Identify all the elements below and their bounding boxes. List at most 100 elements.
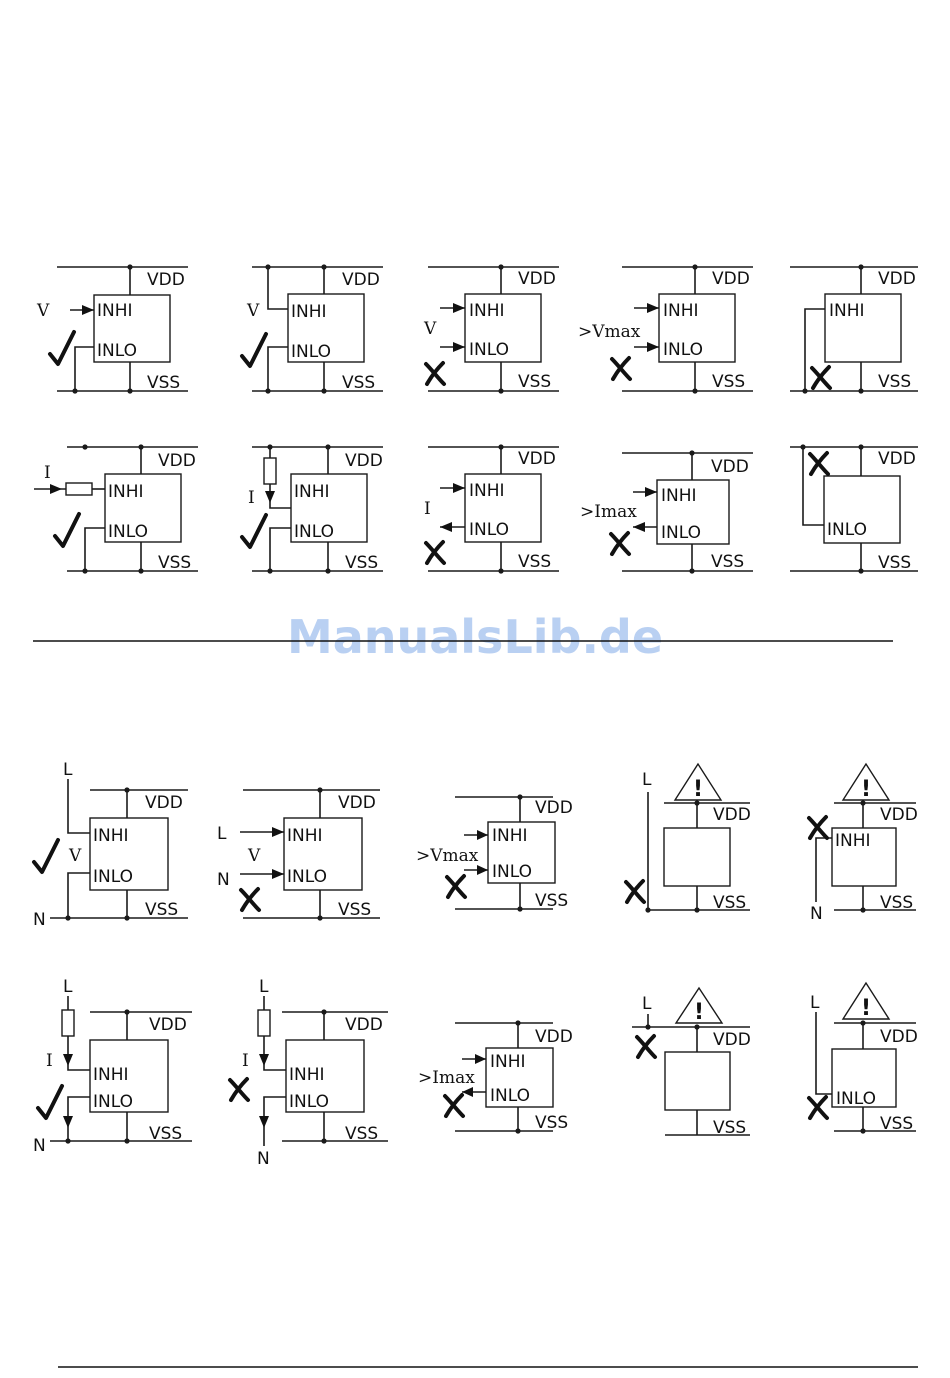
diagram-current-overrange-bad: >Imax INHI INLO VDD VSS: [580, 450, 753, 574]
vss-label: VSS: [712, 372, 745, 392]
cross-mark-icon: [228, 1077, 250, 1102]
vdd-label: VDD: [711, 457, 749, 477]
neutral-label: N: [217, 870, 230, 890]
cross-mark-icon: [808, 451, 830, 476]
diagram-mains-line-on-vss-bad: ! L VDD VSS: [624, 762, 751, 913]
diagram-mains-current-bad: L N I INHI INLO VDD VSS: [228, 977, 388, 1169]
inhi-label: INHI: [93, 826, 129, 846]
diagram-inhi-shorted-bad: INHI VDD VSS: [790, 264, 918, 394]
diagram-voltage-ok: V INHI INLO VDD VSS: [36, 264, 188, 394]
vss-label: VSS: [713, 893, 746, 913]
line-label: L: [259, 977, 269, 997]
diagram-mains-line-on-vdd-bad: ! L VDD VSS: [632, 986, 751, 1138]
vdd-label: VDD: [338, 793, 376, 813]
inlo-label: INLO: [827, 520, 867, 540]
cross-mark-icon: [807, 1095, 829, 1120]
vdd-label: VDD: [342, 270, 380, 290]
vss-label: VSS: [711, 552, 744, 572]
vdd-label: VDD: [345, 451, 383, 471]
inhi-label: INHI: [287, 826, 323, 846]
vss-label: VSS: [518, 372, 551, 392]
current-label: I: [248, 488, 255, 508]
current-label: I: [46, 1051, 53, 1071]
inlo-label: INLO: [661, 523, 701, 543]
voltage-label: V: [36, 301, 50, 321]
warning-exclamation: !: [693, 777, 703, 802]
vss-label: VSS: [880, 893, 913, 913]
diagram-voltage-floating-bad: V INHI INLO VDD VSS: [423, 264, 559, 394]
warning-triangle-icon: [841, 762, 891, 801]
vdd-label: VDD: [878, 449, 916, 469]
vdd-label: VDD: [518, 449, 556, 469]
cross-mark-icon: [635, 1034, 657, 1059]
inlo-label: INLO: [93, 1092, 133, 1112]
inlo-label: INLO: [291, 342, 331, 362]
inhi-label: INHI: [469, 301, 505, 321]
inlo-label: INLO: [108, 522, 148, 542]
inhi-label: INHI: [490, 1052, 526, 1072]
check-mark-icon: [36, 1084, 64, 1120]
check-mark-icon: [240, 513, 268, 549]
diagram-current-vdd-ok: I INHI INLO VDD VSS: [240, 444, 383, 574]
cross-mark-icon: [443, 1093, 465, 1118]
warning-exclamation: !: [861, 996, 871, 1021]
warning-triangle-icon: [841, 981, 891, 1020]
inlo-label: INLO: [97, 341, 137, 361]
check-mark-icon: [53, 512, 81, 548]
inlo-label: INLO: [663, 340, 703, 360]
neutral-label: N: [257, 1149, 270, 1169]
inhi-label: INHI: [663, 301, 699, 321]
voltage-label: V: [246, 301, 260, 321]
diagram-mains-voltage-ok: L N V INHI INLO VDD VSS: [32, 760, 188, 930]
inhi-label: INHI: [835, 831, 871, 851]
cross-mark-icon: [445, 874, 467, 899]
vss-label: VSS: [535, 1113, 568, 1133]
check-mark-icon: [48, 330, 76, 366]
vss-label: VSS: [345, 553, 378, 573]
current-label: I: [424, 499, 431, 519]
vmax-label: >Vmax: [578, 322, 641, 342]
vdd-label: VDD: [518, 269, 556, 289]
vss-label: VSS: [880, 1114, 913, 1134]
inhi-label: INHI: [661, 486, 697, 506]
inlo-label: INLO: [490, 1086, 530, 1106]
current-label: I: [242, 1051, 249, 1071]
cross-mark-icon: [424, 540, 446, 565]
neutral-label: N: [810, 904, 823, 924]
inhi-label: INHI: [469, 481, 505, 501]
vdd-label: VDD: [713, 1030, 751, 1050]
inhi-label: INHI: [492, 826, 528, 846]
diagram-mains-current-ok: L N I INHI INLO VDD VSS: [33, 977, 192, 1156]
inhi-label: INHI: [108, 482, 144, 502]
warning-triangle-icon: [673, 762, 723, 801]
cross-mark-icon: [609, 531, 631, 556]
diagram-current-ok: I INHI INLO VDD VSS: [34, 444, 198, 574]
vmax-label: >Vmax: [416, 846, 479, 866]
vdd-label: VDD: [880, 1027, 918, 1047]
vdd-label: VDD: [145, 793, 183, 813]
voltage-label: V: [247, 846, 261, 866]
inhi-label: INHI: [291, 302, 327, 322]
diagram-mains-voltage-overrange-bad: >Vmax INHI INLO VDD VSS: [416, 794, 573, 912]
cross-mark-icon: [424, 361, 446, 386]
vdd-label: VDD: [535, 1027, 573, 1047]
line-label: L: [63, 760, 73, 780]
voltage-label: V: [68, 846, 82, 866]
cross-mark-icon: [624, 879, 646, 904]
watermark: ManualsLib.de: [287, 610, 663, 664]
current-label: I: [44, 463, 51, 483]
inhi-label: INHI: [829, 301, 865, 321]
vdd-label: VDD: [158, 451, 196, 471]
diagram-mains-voltage-floating-bad: L N V INHI INLO VDD VSS: [217, 787, 380, 921]
inlo-label: INLO: [836, 1089, 876, 1109]
vss-label: VSS: [518, 552, 551, 572]
warning-exclamation: !: [694, 1000, 704, 1025]
line-label: L: [642, 770, 652, 790]
warning-triangle-icon: [674, 986, 724, 1024]
vdd-label: VDD: [147, 270, 185, 290]
vdd-label: VDD: [878, 269, 916, 289]
warning-exclamation: !: [861, 777, 871, 802]
vdd-label: VDD: [345, 1015, 383, 1035]
inhi-label: INHI: [93, 1065, 129, 1085]
diagram-voltage-vdd-ok: V INHI INLO VDD VSS: [240, 264, 383, 394]
